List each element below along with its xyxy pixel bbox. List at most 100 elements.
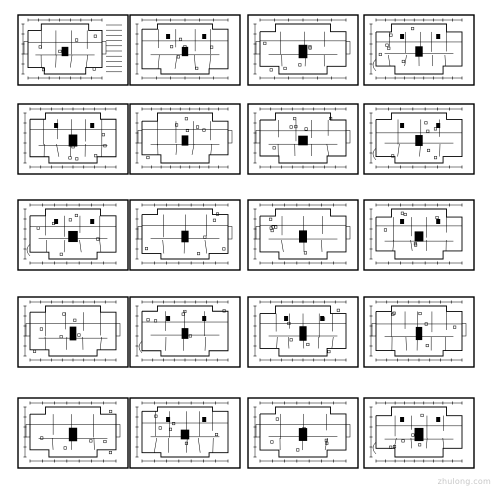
fixture <box>401 59 405 63</box>
fixture <box>222 247 226 251</box>
fixture <box>389 445 393 449</box>
partition-wall <box>186 437 188 453</box>
stair-core <box>68 134 78 147</box>
bay-window <box>227 130 233 144</box>
stair-core <box>299 326 307 341</box>
plan-outline <box>375 208 463 260</box>
fixture <box>378 52 382 56</box>
fixture <box>103 144 107 148</box>
fixture <box>181 312 185 316</box>
fixture <box>103 440 107 444</box>
bay-window <box>345 41 351 55</box>
plan-outline <box>375 406 463 458</box>
curved-balcony <box>138 340 143 354</box>
fixture <box>146 318 150 322</box>
fixture <box>94 154 98 158</box>
fixture <box>308 46 312 50</box>
stair-core <box>166 316 171 321</box>
fixture <box>172 422 176 426</box>
partition-wall <box>321 239 323 252</box>
bay-window <box>115 323 121 337</box>
curved-balcony <box>372 58 377 72</box>
stair-core <box>202 417 207 422</box>
bay-window <box>345 424 351 438</box>
partition-wall <box>397 143 400 157</box>
stair-core <box>414 231 424 242</box>
plan-outline <box>29 406 117 458</box>
fixture <box>168 427 172 431</box>
stair-core <box>400 219 405 224</box>
plan-outline <box>29 305 117 357</box>
plan-outline <box>141 305 229 357</box>
fixture <box>38 45 42 49</box>
fixture <box>329 116 333 120</box>
partition-wall <box>405 336 407 351</box>
fixture <box>302 427 306 431</box>
curved-balcony <box>372 441 377 455</box>
fixture <box>434 156 438 160</box>
partition-wall <box>99 239 102 253</box>
stair-core <box>90 219 95 224</box>
fixture <box>391 312 395 316</box>
fixture <box>58 49 62 53</box>
fixture <box>77 333 81 337</box>
plan-outline <box>375 112 463 164</box>
stair-core <box>181 328 189 339</box>
sheet-frame <box>17 14 129 86</box>
stair-core <box>180 429 190 440</box>
stair-core <box>299 230 307 243</box>
plan-sheet-r1c3 <box>247 14 359 86</box>
fixture <box>270 440 274 444</box>
fixture <box>183 45 187 49</box>
fixture <box>270 229 274 233</box>
partition-wall <box>404 54 407 67</box>
bay-window <box>255 130 261 144</box>
stair-core <box>68 230 78 243</box>
partition-wall <box>324 437 328 451</box>
partition-wall <box>55 54 57 68</box>
stair-core <box>202 316 207 321</box>
fixture <box>73 318 77 322</box>
partition-wall <box>444 54 446 67</box>
plan-outline <box>259 305 347 357</box>
partition-wall <box>419 143 421 157</box>
plan-sheet-r5c3 <box>247 397 359 469</box>
bay-window <box>25 323 31 337</box>
plan-outline <box>29 112 117 164</box>
fixture <box>68 156 72 160</box>
fixture <box>287 321 291 325</box>
partition-wall <box>209 54 212 69</box>
fixture <box>89 439 93 443</box>
partition-wall <box>175 143 178 155</box>
fixture <box>418 443 422 447</box>
fixture <box>144 247 148 251</box>
fixture <box>293 117 297 121</box>
fixture <box>63 446 67 450</box>
stair-core <box>284 316 289 321</box>
fixture <box>176 55 180 59</box>
plan-outline <box>259 23 347 75</box>
fixture <box>170 45 174 49</box>
partition-wall <box>281 239 284 252</box>
fixture <box>306 342 310 346</box>
fixture <box>269 217 273 221</box>
partition-wall <box>174 54 178 69</box>
fixture <box>203 235 207 239</box>
stair-core <box>90 123 95 128</box>
bay-window <box>345 130 351 144</box>
plan-outline <box>141 406 229 458</box>
bay-window <box>137 226 143 240</box>
partition-wall <box>44 336 47 350</box>
fixture <box>183 309 187 313</box>
bay-window <box>255 226 261 240</box>
partition-wall <box>70 54 73 68</box>
stair-core <box>298 135 308 146</box>
fixture <box>109 409 113 413</box>
fixture <box>393 445 397 449</box>
partition-wall <box>410 437 412 449</box>
fixture <box>40 436 44 440</box>
partition-wall <box>288 336 290 349</box>
stair-core <box>415 135 423 146</box>
fixture <box>263 41 267 45</box>
bay-window <box>23 41 29 55</box>
